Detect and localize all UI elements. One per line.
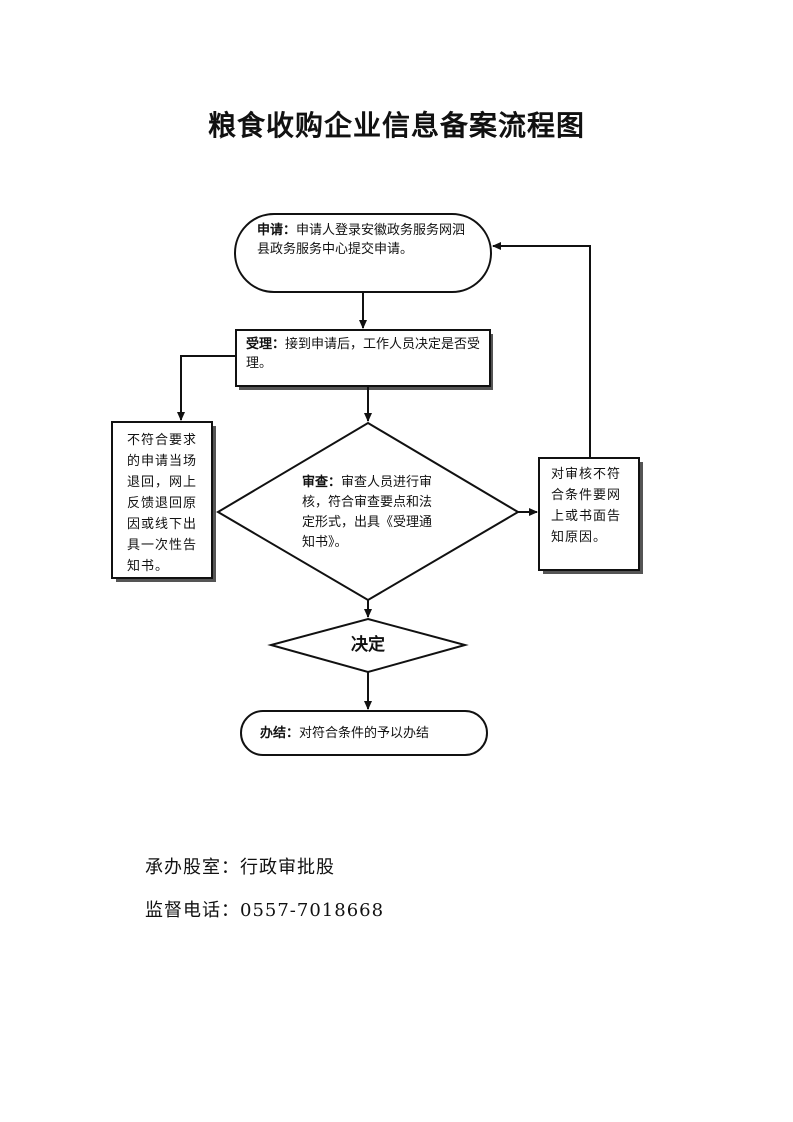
reject-left-text: 不符合要求的申请当场退回，网上反馈退回原因或线下出具一次性告知书。	[127, 433, 198, 574]
accept-node	[235, 329, 491, 387]
page-title: 粮食收购企业信息备案流程图	[207, 109, 585, 142]
apply-content: 申请人登录安徽政务服务网泗县政务服务中心提交申请。	[257, 223, 466, 257]
accept-label: 受理：	[246, 337, 286, 352]
reject-left-node	[111, 421, 213, 579]
finish-node	[240, 710, 488, 756]
review-content: 审查人员进行审核，符合审查要点和法定形式，出具《受理通知书》。	[302, 475, 433, 550]
apply-label: 申请：	[257, 223, 297, 238]
accept-content: 接到申请后，工作人员决定是否受理。	[246, 337, 481, 371]
finish-label: 办结：	[260, 726, 300, 741]
review-label: 审查：	[302, 475, 342, 490]
finish-content: 对符合条件的予以办结	[299, 726, 430, 741]
apply-text: 申请：申请人登录安徽政务服务网泗县政务服务中心提交申请。	[257, 221, 472, 259]
accept-text: 受理：接到申请后，工作人员决定是否受理。	[246, 335, 484, 373]
reject-right-node	[538, 457, 640, 571]
review-text: 审查：审查人员进行审核，符合审查要点和法定形式，出具《受理通知书》。	[302, 473, 442, 553]
finish-text: 办结：对符合条件的予以办结	[260, 724, 480, 743]
phone-info: 监督电话：0557-7018668	[145, 900, 385, 921]
decide-label: 决定	[351, 635, 385, 655]
reject-right-text: 对审核不符合条件要网上或书面告知原因。	[551, 467, 622, 545]
office-info: 承办股室：行政审批股	[145, 857, 335, 878]
